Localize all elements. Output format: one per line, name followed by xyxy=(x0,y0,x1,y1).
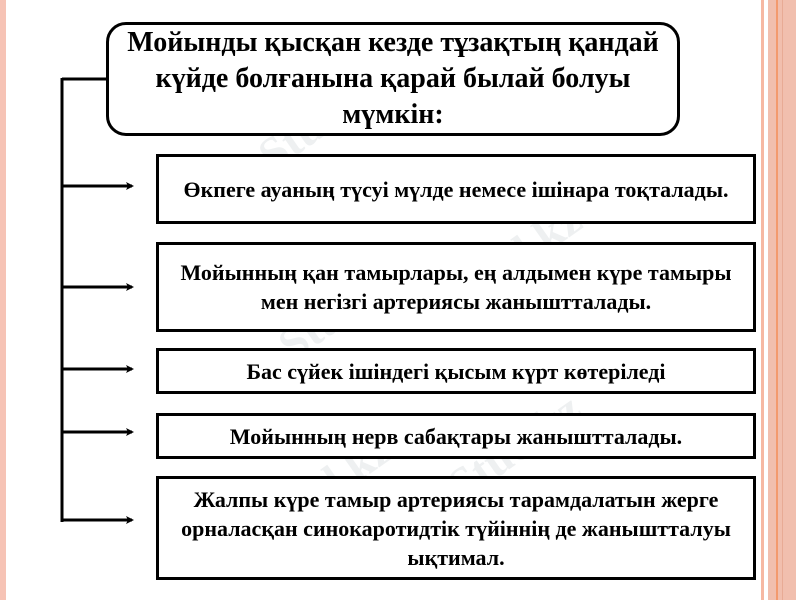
right-accent-line xyxy=(776,0,778,600)
diagram-item-box: Бас сүйек ішіндегі қысым күрт көтеріледі xyxy=(156,348,756,394)
diagram-item-text: Мойынның қан тамырлары, ең алдымен күре … xyxy=(180,260,732,314)
diagram-title: Мойынды қысқан кезде тұзақтың қандай күй… xyxy=(127,27,659,130)
diagram-item-text: Бас сүйек ішіндегі қысым күрт көтеріледі xyxy=(246,358,666,384)
diagram-item-box: Өкпеге ауаның түсуі мүлде немесе ішінара… xyxy=(156,154,756,224)
diagram-item-box: Жалпы күре тамыр артериясы тарамдалатын … xyxy=(156,476,756,580)
diagram-item-box: Мойынның қан тамырлары, ең алдымен күре … xyxy=(156,242,756,332)
diagram-item-text: Өкпеге ауаның түсуі мүлде немесе ішінара… xyxy=(183,176,729,202)
right-accent-line xyxy=(782,0,783,600)
diagram-item-box: Мойынның нерв сабақтары жаныштталады. xyxy=(156,413,756,459)
diagram-item-text: Мойынның нерв сабақтары жаныштталады. xyxy=(229,423,683,449)
right-accent-line xyxy=(761,0,764,600)
left-accent-stripe xyxy=(0,0,6,600)
diagram-item-text: Жалпы күре тамыр артериясы тарамдалатын … xyxy=(181,486,731,570)
diagram-title-box: Мойынды қысқан кезде тұзақтың қандай күй… xyxy=(106,22,680,136)
